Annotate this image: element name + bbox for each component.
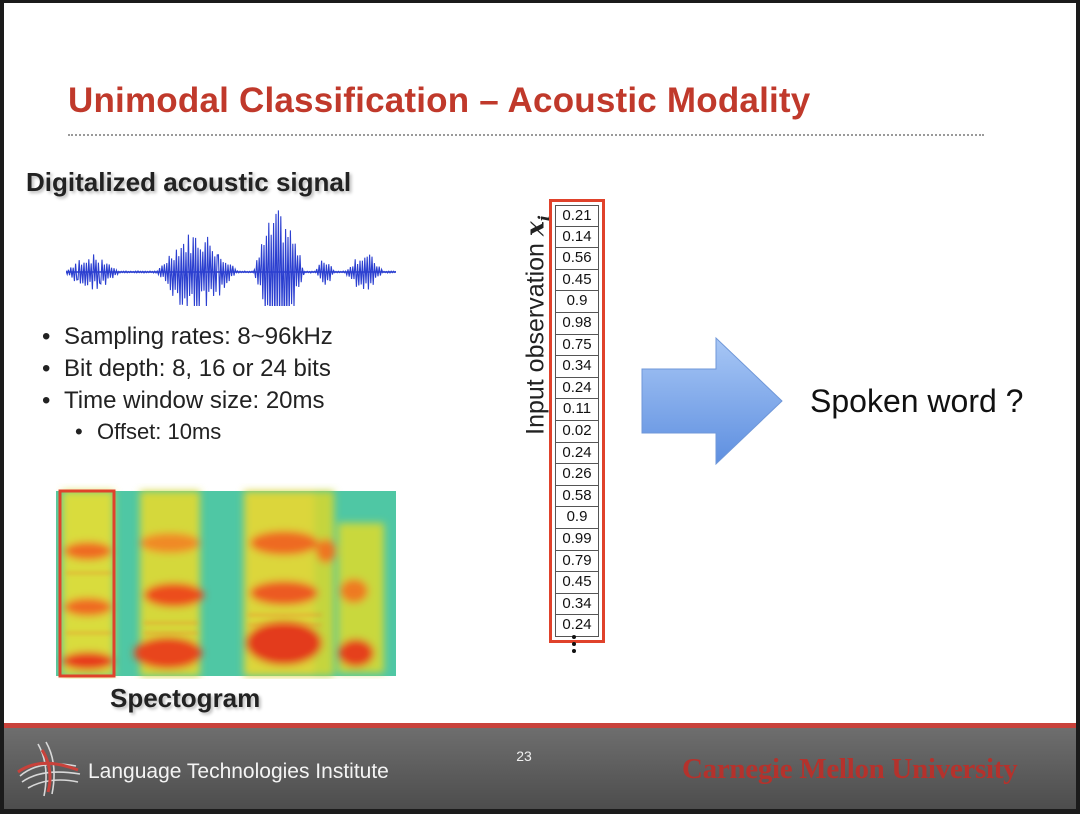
observation-value-cell: 0.79 — [555, 550, 599, 573]
spectrogram-image — [56, 489, 396, 678]
observation-value-cell: 0.11 — [555, 399, 599, 421]
more-values-ellipsis — [569, 635, 579, 656]
bullet-time-window: Time window size: 20ms — [40, 385, 333, 417]
observation-value-cell: 0.45 — [555, 572, 599, 594]
footer: Language Technologies Institute 23 Carne… — [4, 728, 1076, 809]
observation-value-cell: 0.34 — [555, 593, 599, 616]
observation-value-cell: 0.99 — [555, 528, 599, 551]
title-divider — [68, 134, 984, 136]
observation-value-cell: 0.24 — [555, 615, 599, 637]
bullet-sampling-rate: Sampling rates: 8~96kHz — [40, 321, 333, 353]
observation-value-cell: 0.24 — [555, 377, 599, 400]
result-text: Spoken word ? — [810, 383, 1024, 419]
footer-accent-line — [4, 723, 1076, 728]
observation-value-cell: 0.75 — [555, 334, 599, 357]
right-arrow-icon — [641, 336, 783, 466]
institute-name: Language Technologies Institute — [88, 760, 389, 783]
observation-value-cell: 0.26 — [555, 464, 599, 486]
observation-value-cell: 0.45 — [555, 269, 599, 292]
observation-value-cell: 0.58 — [555, 485, 599, 508]
observation-value-cell: 0.24 — [555, 442, 599, 465]
observation-value-cell: 0.56 — [555, 248, 599, 270]
bullet-offset: Offset: 10ms — [73, 417, 333, 447]
observation-label: Input observation — [521, 243, 550, 435]
observation-value-cell: 0.34 — [555, 356, 599, 378]
slide-title: Unimodal Classification – Acoustic Modal… — [68, 81, 811, 120]
university-wordmark: Carnegie Mellon University — [682, 753, 1018, 785]
signal-heading: Digitalized acoustic signal — [26, 167, 352, 197]
observation-value-cell: 0.02 — [555, 420, 599, 443]
bullet-bit-depth: Bit depth: 8, 16 or 24 bits — [40, 353, 333, 385]
lti-swirl-logo-icon — [17, 741, 81, 797]
observation-value-cell: 0.98 — [555, 312, 599, 335]
spectrogram-label: Spectogram — [110, 683, 261, 713]
observation-value-cell: 0.9 — [555, 291, 599, 313]
slide: Unimodal Classification – Acoustic Modal… — [4, 3, 1076, 809]
signal-properties-list: Sampling rates: 8~96kHz Bit depth: 8, 16… — [40, 321, 333, 447]
page-number: 23 — [516, 748, 532, 764]
observation-value-cell: 0.21 — [555, 205, 599, 227]
waveform-image — [66, 210, 396, 306]
observation-value-cell: 0.9 — [555, 507, 599, 529]
observation-variable: xi — [520, 215, 554, 237]
observation-value-cell: 0.14 — [555, 226, 599, 249]
observation-axis-label: Input observation xi — [520, 209, 554, 441]
